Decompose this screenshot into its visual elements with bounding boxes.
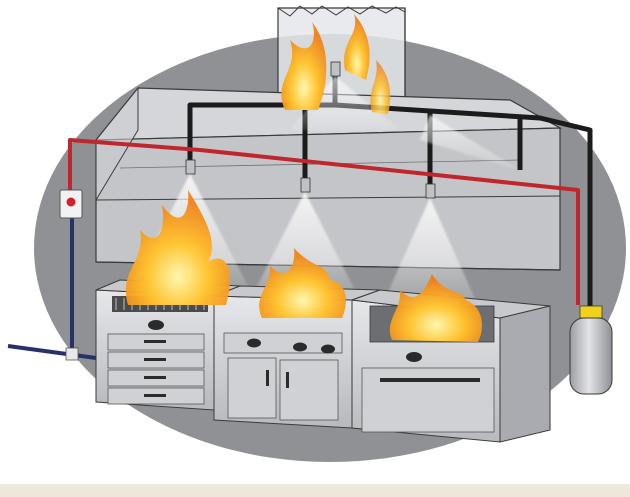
nozzle-fryer (425, 183, 436, 199)
grill-flames (125, 190, 230, 305)
nozzle-range (300, 177, 311, 193)
supply-pipe (7, 214, 97, 360)
nozzle-grill (185, 159, 196, 175)
manual-pull-station (59, 189, 83, 219)
duct-flames (281, 14, 391, 114)
agent-cylinder (569, 305, 613, 395)
detection-line (68, 138, 580, 305)
pipe-joint (65, 347, 79, 361)
nozzle-duct (330, 61, 341, 77)
range-flames (259, 248, 346, 318)
fryer-flames (389, 274, 482, 342)
bottom-band (0, 484, 630, 497)
